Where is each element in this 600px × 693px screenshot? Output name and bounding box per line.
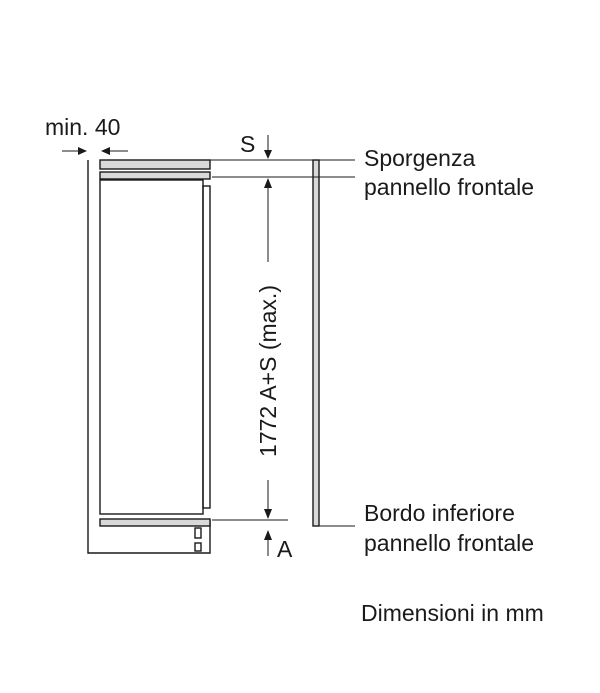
s-symbol-label: S xyxy=(240,131,255,157)
top-label-line1: Sporgenza xyxy=(364,145,475,171)
min-gap-left-arrow-head xyxy=(78,147,87,155)
a-symbol-label: A xyxy=(277,536,293,562)
height-dim-arrow-top xyxy=(264,178,272,188)
height-dim-arrow-bottom xyxy=(264,509,272,519)
top-panel-strip xyxy=(99,159,211,170)
min-gap-right-arrow-head xyxy=(101,147,110,155)
min-gap-label: min. 40 xyxy=(45,114,120,140)
s-arrow-head xyxy=(264,150,272,159)
bottom-label-line1: Bordo inferiore xyxy=(364,500,515,526)
lower-block-1 xyxy=(194,527,202,539)
units-note: Dimensioni in mm xyxy=(361,600,544,626)
appliance-body xyxy=(99,179,204,515)
lower-block-2 xyxy=(194,542,202,552)
bottom-label-line2: pannello frontale xyxy=(364,530,534,556)
bottom-panel-strip xyxy=(99,518,211,527)
top-label-line2: pannello frontale xyxy=(364,174,534,200)
appliance-side-panel xyxy=(202,185,211,509)
upper-rail xyxy=(99,171,211,180)
niche-outline xyxy=(87,160,211,554)
front-door-panel xyxy=(312,159,320,527)
height-dimension-label: 1772 A+S (max.) xyxy=(255,285,281,457)
a-arrow-head xyxy=(264,530,272,540)
